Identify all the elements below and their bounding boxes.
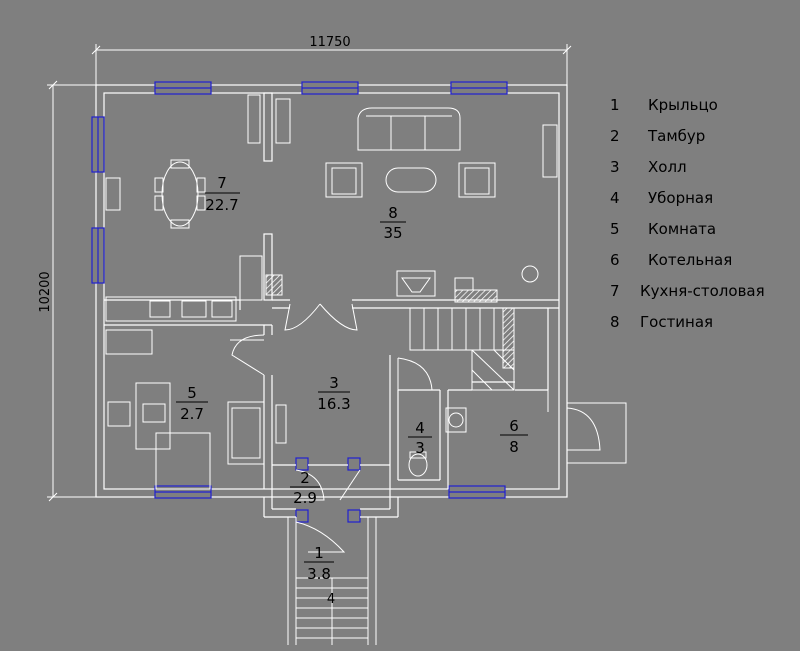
- legend-number: 5: [610, 220, 620, 238]
- room-label-6: 6 8: [500, 417, 528, 456]
- room-area: 35: [383, 224, 402, 242]
- room-area: 2.7: [180, 405, 204, 423]
- porch-stair-label: 4: [327, 592, 335, 607]
- room-label-7: 7 22.7: [205, 174, 240, 214]
- legend-number: 1: [610, 96, 620, 114]
- room-number: 6: [509, 417, 519, 435]
- room-area: 2.9: [293, 489, 317, 507]
- legend-number: 6: [610, 251, 620, 269]
- legend-item: 5 Комната: [600, 220, 795, 251]
- room-number: 7: [217, 174, 227, 192]
- legend-number: 2: [610, 127, 620, 145]
- interior-staircase: [409, 307, 515, 391]
- legend-number: 7: [610, 282, 620, 300]
- legend-name: Гостиная: [640, 313, 714, 331]
- legend-number: 8: [610, 313, 620, 331]
- legend-item: 3 Холл: [600, 158, 795, 189]
- width-dimension-label: 11750: [309, 35, 350, 50]
- legend-name: Котельная: [648, 251, 733, 269]
- room-labels: 7 22.7 8 35 3 16.3 5 2.7 4 3 6 8: [176, 174, 528, 583]
- porches: [287, 402, 627, 645]
- legend-name: Холл: [648, 158, 687, 176]
- room-area: 3.8: [307, 565, 331, 583]
- legend-item: 6 Котельная: [600, 251, 795, 282]
- windows: [91, 81, 508, 523]
- room-label-8: 8 35: [380, 204, 406, 242]
- legend-item: 8 Гостиная: [600, 313, 795, 344]
- room-number: 5: [187, 384, 197, 402]
- room-number: 2: [300, 469, 310, 487]
- legend-number: 3: [610, 158, 620, 176]
- room-area: 22.7: [205, 196, 238, 214]
- doors: [230, 303, 601, 553]
- room-label-1: 1 3.8: [304, 544, 334, 583]
- room-legend: 1 Крыльцо 2 Тамбур 3 Холл 4 Уборная 5 Комната…: [600, 96, 795, 344]
- room-label-4: 4 3: [408, 419, 432, 457]
- room-area: 3: [415, 439, 425, 457]
- legend-item: 2 Тамбур: [600, 127, 795, 158]
- room-label-5: 5 2.7: [176, 384, 208, 423]
- legend-item: 4 Уборная: [600, 189, 795, 220]
- room-area: 16.3: [317, 395, 350, 413]
- interior-walls: [104, 92, 559, 518]
- legend-name: Комната: [648, 220, 717, 238]
- legend-name: Тамбур: [648, 127, 706, 145]
- room-area: 8: [509, 438, 519, 456]
- furniture: [105, 94, 558, 490]
- legend-number: 4: [610, 189, 620, 207]
- legend-name: Крыльцо: [648, 96, 718, 114]
- room-label-3: 3 16.3: [317, 374, 350, 413]
- legend-name: Кухня-столовая: [640, 282, 765, 300]
- legend-item: 7 Кухня-столовая: [600, 282, 795, 313]
- room-label-2: 2 2.9: [290, 469, 320, 507]
- room-number: 1: [314, 544, 324, 562]
- room-number: 3: [329, 374, 339, 392]
- height-dimension-label: 10200: [38, 271, 53, 312]
- room-number: 4: [415, 419, 425, 437]
- legend-name: Уборная: [648, 189, 714, 207]
- room-number: 8: [388, 204, 398, 222]
- dimension-lines: [47, 44, 572, 502]
- legend-item: 1 Крыльцо: [600, 96, 795, 127]
